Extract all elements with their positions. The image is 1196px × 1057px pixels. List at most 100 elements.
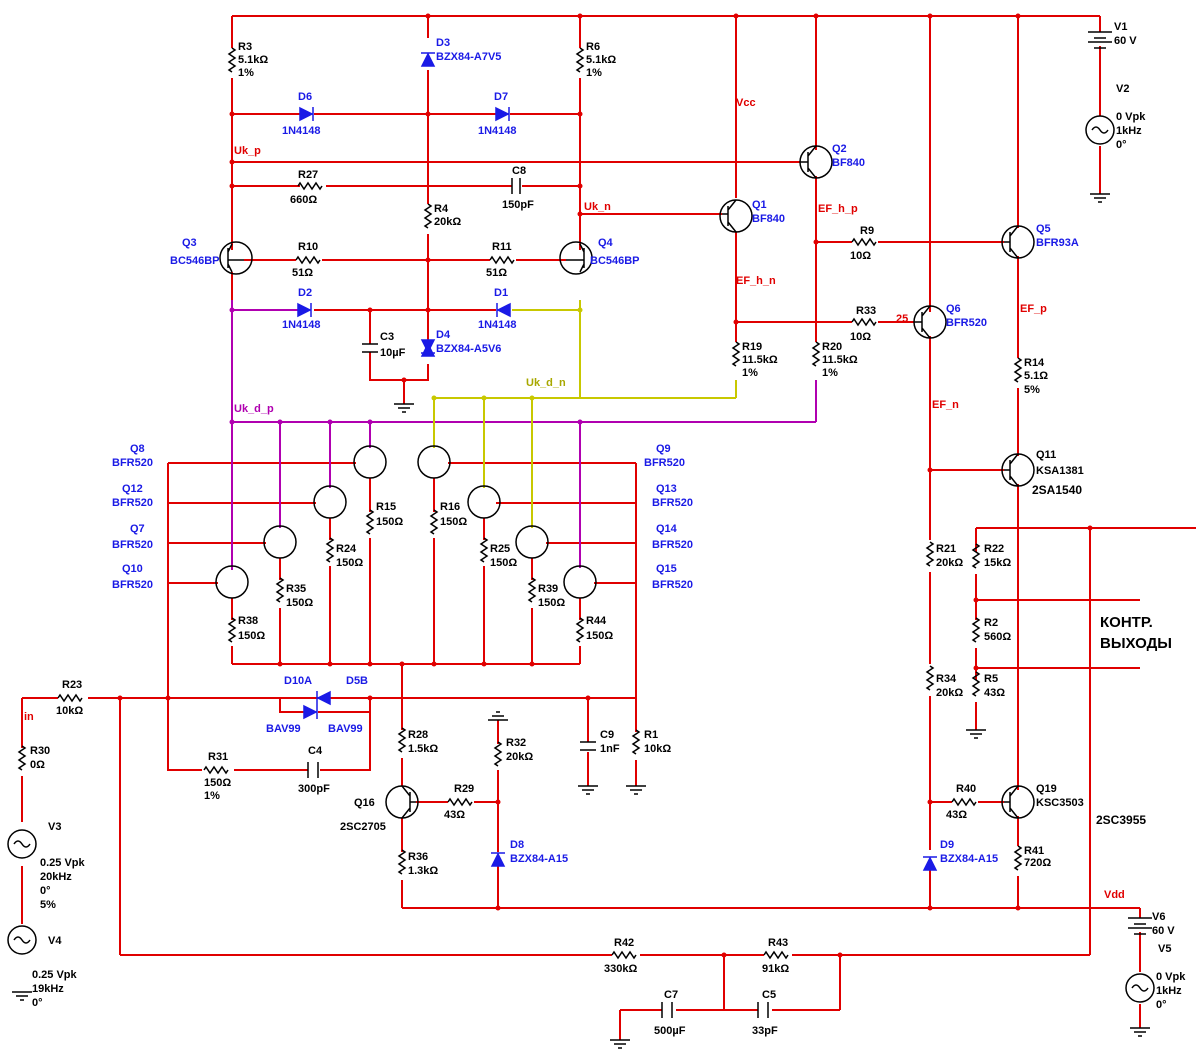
svg-text:BFR520: BFR520	[112, 497, 153, 509]
svg-text:R4: R4	[434, 203, 449, 215]
svg-text:BFR520: BFR520	[112, 539, 153, 551]
diode-symbols	[297, 52, 938, 871]
junction-dots	[117, 13, 1093, 958]
svg-text:R33: R33	[856, 305, 876, 317]
svg-text:D5B: D5B	[346, 675, 368, 687]
svg-text:C8: C8	[512, 165, 526, 177]
svg-text:1N4148: 1N4148	[478, 319, 517, 331]
svg-text:500µF: 500µF	[654, 1025, 686, 1037]
svg-text:150pF: 150pF	[502, 199, 534, 211]
net-uk-p: Uk_p	[234, 145, 261, 157]
svg-text:150Ω: 150Ω	[490, 557, 517, 569]
svg-text:Q16: Q16	[354, 797, 375, 809]
svg-text:Q14: Q14	[656, 523, 678, 535]
svg-text:C3: C3	[380, 331, 394, 343]
svg-text:91kΩ: 91kΩ	[762, 963, 789, 975]
svg-text:43Ω: 43Ω	[984, 687, 1005, 699]
svg-text:R40: R40	[956, 783, 976, 795]
svg-text:20kΩ: 20kΩ	[936, 557, 963, 569]
svg-text:10Ω: 10Ω	[850, 250, 871, 262]
svg-text:V4: V4	[48, 935, 62, 947]
svg-text:20kΩ: 20kΩ	[434, 216, 461, 228]
svg-text:C4: C4	[308, 745, 323, 757]
svg-text:5.1kΩ: 5.1kΩ	[238, 54, 268, 66]
r6-ref: R6	[586, 41, 600, 53]
svg-text:2SC2705: 2SC2705	[340, 821, 386, 833]
net-25: 25	[896, 313, 908, 325]
svg-text:19kHz: 19kHz	[32, 983, 64, 995]
svg-text:D10A: D10A	[284, 675, 312, 687]
svg-text:R28: R28	[408, 729, 428, 741]
svg-text:BFR520: BFR520	[652, 579, 693, 591]
svg-text:1%: 1%	[586, 67, 602, 79]
svg-text:R11: R11	[492, 241, 512, 253]
diode-labels: D3 BZX84-A7V5 D6 1N4148 D7 1N4148 D2 1N4…	[266, 37, 998, 865]
svg-text:1N4148: 1N4148	[282, 125, 321, 137]
svg-text:Q15: Q15	[656, 563, 677, 575]
resistor-labels: R3 5.1kΩ 1% R6 5.1kΩ 1% R27 660Ω R4 20kΩ…	[30, 41, 1051, 975]
svg-text:BFR93A: BFR93A	[1036, 237, 1079, 249]
svg-text:D3: D3	[436, 37, 450, 49]
svg-text:D6: D6	[298, 91, 312, 103]
svg-text:BZX84-A15: BZX84-A15	[510, 853, 568, 865]
svg-text:0.25 Vpk: 0.25 Vpk	[32, 969, 78, 981]
svg-text:10kΩ: 10kΩ	[644, 743, 671, 755]
svg-text:R41: R41	[1024, 845, 1044, 857]
transistor-labels: Q3 BC546BP Q4 BC546BP Q1 BF840 Q2 BF840 …	[112, 143, 1084, 833]
svg-text:BAV99: BAV99	[266, 723, 301, 735]
net-ef-h-n: EF_h_n	[736, 275, 776, 287]
svg-text:5%: 5%	[40, 899, 56, 911]
net-ef-p: EF_p	[1020, 303, 1047, 315]
svg-text:R31: R31	[208, 751, 228, 763]
svg-text:Q8: Q8	[130, 443, 145, 455]
svg-text:Q1: Q1	[752, 199, 767, 211]
svg-text:R5: R5	[984, 673, 998, 685]
svg-text:BFR520: BFR520	[644, 457, 685, 469]
svg-text:Q13: Q13	[656, 483, 677, 495]
svg-text:1kHz: 1kHz	[1156, 985, 1182, 997]
svg-text:1nF: 1nF	[600, 743, 620, 755]
svg-text:10kΩ: 10kΩ	[56, 705, 83, 717]
net-vdd: Vdd	[1104, 889, 1125, 901]
svg-text:Q19: Q19	[1036, 783, 1057, 795]
svg-text:330kΩ: 330kΩ	[604, 963, 637, 975]
svg-text:D2: D2	[298, 287, 312, 299]
svg-text:R25: R25	[490, 543, 510, 555]
svg-text:43Ω: 43Ω	[946, 809, 967, 821]
svg-text:BZX84-A7V5: BZX84-A7V5	[436, 51, 501, 63]
svg-text:R20: R20	[822, 341, 842, 353]
svg-text:R24: R24	[336, 543, 357, 555]
svg-text:Q10: Q10	[122, 563, 143, 575]
svg-text:5.1kΩ: 5.1kΩ	[586, 54, 616, 66]
svg-text:R34: R34	[936, 673, 957, 685]
net-ef-h-p: EF_h_p	[818, 203, 858, 215]
capacitor-labels: C8 150pF C3 10µF C4 300pF C9 1nF C7 500µ…	[298, 165, 778, 1037]
svg-text:R14: R14	[1024, 357, 1045, 369]
svg-text:51Ω: 51Ω	[292, 267, 313, 279]
svg-text:1%: 1%	[742, 367, 758, 379]
svg-text:BZX84-A15: BZX84-A15	[940, 853, 998, 865]
svg-text:Q3: Q3	[182, 237, 197, 249]
svg-text:R27: R27	[298, 169, 318, 181]
svg-text:V2: V2	[1116, 83, 1129, 95]
svg-text:R29: R29	[454, 783, 474, 795]
svg-text:D4: D4	[436, 329, 451, 341]
svg-text:C5: C5	[762, 989, 776, 1001]
svg-text:1%: 1%	[238, 67, 254, 79]
net-ef-n: EF_n	[932, 399, 959, 411]
notes: КОНТР. ВЫХОДЫ 2SA1540 2SC3955	[1032, 483, 1172, 827]
svg-text:150Ω: 150Ω	[586, 630, 613, 642]
svg-text:R30: R30	[30, 745, 50, 757]
svg-text:20kΩ: 20kΩ	[506, 751, 533, 763]
svg-text:150Ω: 150Ω	[376, 516, 403, 528]
svg-text:Q5: Q5	[1036, 223, 1051, 235]
svg-text:R44: R44	[586, 615, 607, 627]
net-uk-n: Uk_n	[584, 201, 611, 213]
svg-text:R42: R42	[614, 937, 634, 949]
svg-text:Q2: Q2	[832, 143, 847, 155]
svg-text:D9: D9	[940, 839, 954, 851]
svg-text:Q9: Q9	[656, 443, 671, 455]
red-wires	[21, 15, 1196, 1040]
net-uk-d-p: Uk_d_p	[234, 403, 274, 415]
